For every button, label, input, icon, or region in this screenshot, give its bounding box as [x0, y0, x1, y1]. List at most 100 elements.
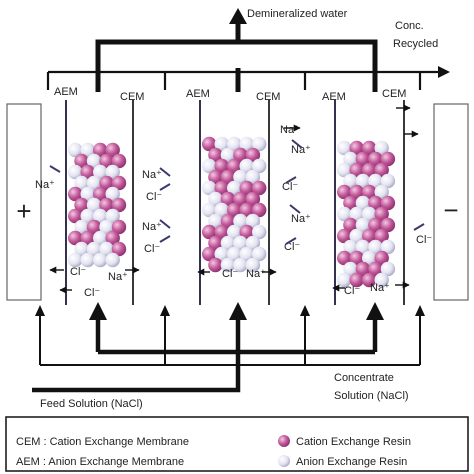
- cation-resin-bead: [349, 272, 364, 288]
- cation-resin-bead: [252, 202, 267, 218]
- cation-resin-bead: [362, 162, 377, 178]
- anion-resin-bead: [362, 206, 377, 222]
- anion-resin-bead: [245, 213, 261, 229]
- membrane-label-4: CEM: [256, 91, 280, 103]
- anion-resin-bead: [343, 151, 358, 167]
- anion-resin-bead: [355, 173, 371, 189]
- anion-resin-bead: [233, 169, 248, 185]
- anion-resin-bead: [86, 197, 102, 213]
- legend-cation-resin: Cation Exchange Resin: [296, 436, 411, 448]
- anion-resin-bead: [208, 191, 223, 207]
- anion-resin-bead: [368, 239, 383, 255]
- cation-resin-bead: [343, 217, 358, 233]
- cation-resin-bead: [208, 257, 223, 273]
- resin-bed-2: [202, 136, 267, 273]
- concentrate-distribution: [35, 305, 425, 366]
- anion-resin-bead: [80, 252, 95, 268]
- anion-resin-bead: [252, 158, 267, 174]
- membrane-label-5: AEM: [322, 91, 346, 103]
- anode-sign: +: [16, 196, 31, 226]
- cation-resin-bead: [368, 217, 383, 233]
- cation-resin-bead: [99, 197, 114, 213]
- membrane-label-6: CEM: [382, 88, 406, 100]
- concentrate-label-2: Solution (NaCl): [334, 390, 409, 402]
- cation-resin-bead: [362, 140, 377, 156]
- cation-resin-bead: [337, 250, 352, 266]
- cation-resin-bead: [208, 169, 223, 185]
- ion-cl-2: Cl⁻: [84, 287, 100, 299]
- transport-markers: [49, 139, 425, 245]
- cation-resin-bead: [245, 147, 261, 163]
- anion-resin-bead: [380, 261, 396, 277]
- cation-resin-bead: [380, 195, 396, 211]
- cation-resin-bead: [233, 191, 248, 207]
- cation-resin-bead: [374, 228, 389, 244]
- anion-resin-bead: [105, 186, 120, 202]
- anion-resin-bead: [86, 153, 102, 169]
- cation-resin-bead: [68, 208, 83, 224]
- anion-resin-bead: [220, 147, 236, 163]
- anion-resin-bead: [355, 239, 371, 255]
- cation-resin-bead: [99, 175, 114, 191]
- anion-resin-bead: [374, 140, 389, 156]
- cation-resin-bead: [233, 147, 248, 163]
- anion-resin-bead: [349, 228, 364, 244]
- cation-resin-bead: [349, 140, 364, 156]
- cation-resin-bead: [245, 191, 261, 207]
- anion-resin-bead: [227, 224, 242, 240]
- cation-resin-bead: [362, 184, 377, 200]
- cation-resin-bead: [111, 175, 127, 191]
- anion-resin-bead: [252, 224, 267, 240]
- cation-resin-bead: [227, 202, 242, 218]
- anion-resin-bead: [105, 208, 120, 224]
- cathode-electrode: [433, 103, 469, 301]
- anion-resin-bead: [202, 180, 217, 196]
- ion-na-7: Na⁺: [291, 144, 311, 156]
- cation-resin-bead: [111, 219, 127, 235]
- cation-resin-bead: [202, 224, 217, 240]
- anion-resin-bead: [80, 208, 95, 224]
- anion-resin-bead: [105, 164, 120, 180]
- anion-resin-bead: [208, 213, 223, 229]
- ion-na-5: Na⁺: [246, 268, 266, 280]
- anion-resin-bead: [227, 246, 242, 262]
- anion-resin-bead: [362, 250, 377, 266]
- anion-resin-bead: [337, 272, 352, 288]
- resin-bed-3: [337, 140, 396, 288]
- ion-arrows: [49, 104, 419, 294]
- anion-resin-bead: [368, 173, 383, 189]
- demineralized-outlet: [95, 8, 378, 92]
- cation-resin-bead: [86, 219, 102, 235]
- anion-resin-bead: [349, 206, 364, 222]
- cation-resin-bead: [220, 191, 236, 207]
- anion-resin-bead: [202, 158, 217, 174]
- anion-resin-bead: [252, 246, 267, 262]
- anion-resin-bead: [220, 235, 236, 251]
- anion-resin-bead: [214, 202, 229, 218]
- anion-resin-bead: [374, 184, 389, 200]
- ion-na-6: Na⁺: [280, 124, 300, 136]
- cation-resin-bead: [337, 184, 352, 200]
- anion-resin-bead: [252, 136, 267, 152]
- ion-cl-8: Cl⁻: [344, 285, 360, 297]
- cation-resin-bead: [380, 151, 396, 167]
- anion-resin-bead: [68, 142, 83, 158]
- demineralized-label: Demineralized water: [247, 8, 348, 20]
- cation-resin-bead: [239, 202, 254, 218]
- cation-resin-bead: [74, 153, 89, 169]
- concentrate-recycled-line: [46, 66, 450, 90]
- anion-resin-bead: [337, 140, 352, 156]
- legend-anion-resin-swatch: [278, 455, 290, 467]
- anion-resin-bead: [245, 169, 261, 185]
- anion-resin-bead: [74, 219, 89, 235]
- legend-cem: CEM : Cation Exchange Membrane: [16, 436, 189, 448]
- cation-resin-bead: [349, 162, 364, 178]
- cation-resin-bead: [349, 184, 364, 200]
- anode-electrode: [6, 103, 42, 301]
- anion-resin-bead: [355, 217, 371, 233]
- anion-resin-bead: [93, 252, 108, 268]
- anion-resin-bead: [343, 261, 358, 277]
- anion-resin-bead: [99, 219, 114, 235]
- ion-cl-7: Cl⁻: [284, 241, 300, 253]
- anion-resin-bead: [337, 162, 352, 178]
